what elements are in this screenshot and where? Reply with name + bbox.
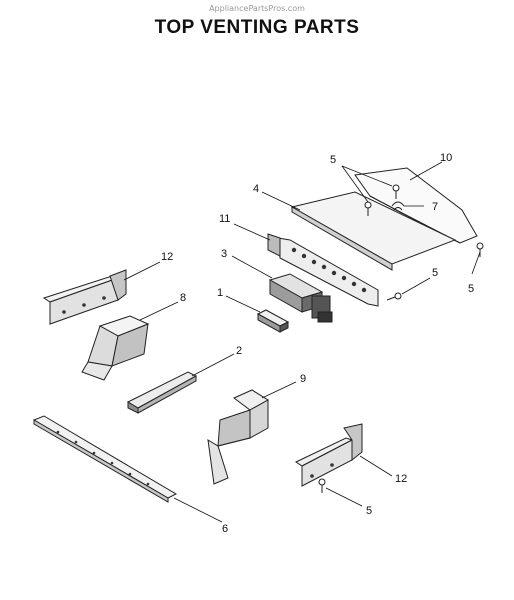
- leader-lines: [123, 161, 481, 523]
- part-3-motor-assembly: [268, 273, 333, 323]
- page-title: TOP VENTING PARTS: [154, 17, 360, 38]
- part-11-duct-rail: [267, 233, 379, 307]
- callout-5-bottom: 5: [366, 505, 372, 517]
- part-8-duct-chute: [81, 315, 150, 381]
- callout-7: 7: [432, 201, 438, 213]
- callout-5-middle: 5: [432, 267, 438, 279]
- callout-8: 8: [180, 292, 186, 304]
- callout-5-top: 5: [330, 154, 336, 166]
- part-1-block: [256, 309, 290, 333]
- callout-12-upper: 12: [161, 251, 173, 263]
- callout-5-right: 5: [468, 283, 474, 295]
- callout-3: 3: [221, 248, 227, 260]
- part-6-long-rail: [32, 415, 178, 503]
- screw-upper-2: [392, 184, 400, 199]
- callout-6: 6: [222, 523, 228, 535]
- part-12-bracket-left: [42, 269, 127, 325]
- part-2-strip: [126, 371, 198, 414]
- callout-2: 2: [236, 345, 242, 357]
- callout-10: 10: [440, 152, 452, 164]
- watermark: AppliancePartsPros.com: [209, 4, 305, 13]
- callout-labels: 5 10 4 7 11 3 12 5 5 1 8 2 9 12 5 6: [161, 152, 474, 535]
- callout-9: 9: [300, 373, 306, 385]
- part-12-bracket-right: [294, 423, 363, 487]
- callout-12-lower: 12: [395, 473, 407, 485]
- callout-11: 11: [219, 213, 230, 225]
- part-9-duct-bracket: [207, 389, 269, 485]
- screw-middle: [386, 292, 402, 301]
- part-4-vent-panel: [290, 191, 457, 271]
- screw-right: [476, 242, 484, 257]
- callout-1: 1: [217, 287, 223, 299]
- callout-4: 4: [253, 183, 259, 195]
- part-7-clip: [391, 201, 405, 211]
- screw-lower: [318, 478, 326, 493]
